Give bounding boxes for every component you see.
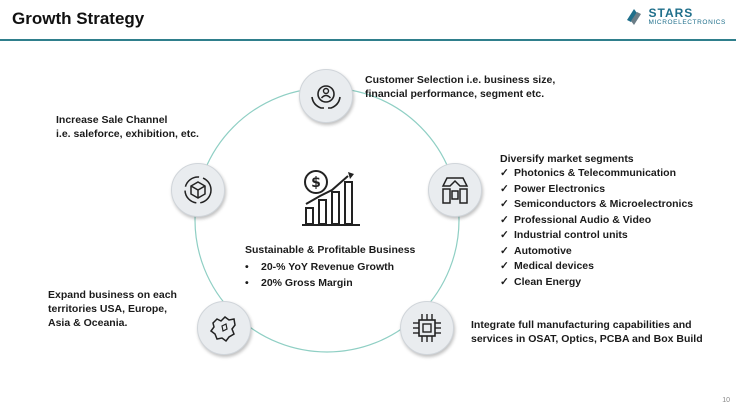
logo-name: STARS	[648, 6, 694, 20]
center-bullet: •20% Gross Margin	[245, 277, 353, 289]
center-bullet: •20-% YoY Revenue Growth	[245, 261, 395, 273]
list-item: ✓Automotive	[500, 244, 572, 257]
diversify-node	[428, 163, 482, 217]
logo-subtitle: MICROELECTRONICS	[648, 19, 726, 26]
sale-channel-text: Increase Sale Channel i.e. saleforce, ex…	[56, 114, 199, 140]
list-item: ✓Industrial control units	[500, 229, 628, 241]
diversify-heading: Diversify market segments	[500, 153, 634, 165]
header-divider	[0, 39, 736, 41]
list-item: ✓Photonics & Telecommunication	[500, 167, 676, 179]
page-number: 10	[722, 397, 730, 404]
list-item: ✓Semiconductors & Microelectronics	[500, 198, 694, 210]
page-title: Growth Strategy	[12, 9, 145, 28]
sale-channel-node	[171, 163, 225, 217]
list-item: ✓Professional Audio & Video	[500, 213, 652, 226]
puzzle-arrows-icon	[441, 177, 469, 204]
chip-icon	[413, 314, 441, 342]
list-item: ✓Medical devices	[500, 260, 594, 272]
company-logo: STARS MICROELECTRONICS	[623, 6, 727, 28]
expand-node	[197, 301, 251, 355]
diversify-list: ✓Photonics & Telecommunication ✓Power El…	[500, 166, 693, 290]
map-icon	[209, 316, 236, 343]
box-cycle-icon	[184, 176, 212, 204]
center-bullets: •20-% YoY Revenue Growth •20% Gross Marg…	[245, 259, 394, 291]
center-heading: Sustainable & Profitable Business	[245, 244, 416, 256]
growth-chart-icon: $	[302, 170, 360, 226]
hands-person-icon	[311, 85, 341, 109]
svg-text:$: $	[311, 175, 321, 191]
customer-selection-text: Customer Selection i.e. business size, f…	[365, 74, 556, 100]
expand-text: Expand business on each territories USA,…	[48, 289, 177, 329]
customer-selection-node	[299, 69, 353, 123]
list-item: ✓Clean Energy	[500, 275, 582, 288]
stars-logo-icon	[626, 9, 641, 25]
integrate-text: Integrate full manufacturing capabilitie…	[471, 319, 703, 345]
integrate-node	[400, 301, 454, 355]
list-item: ✓Power Electronics	[500, 182, 606, 195]
